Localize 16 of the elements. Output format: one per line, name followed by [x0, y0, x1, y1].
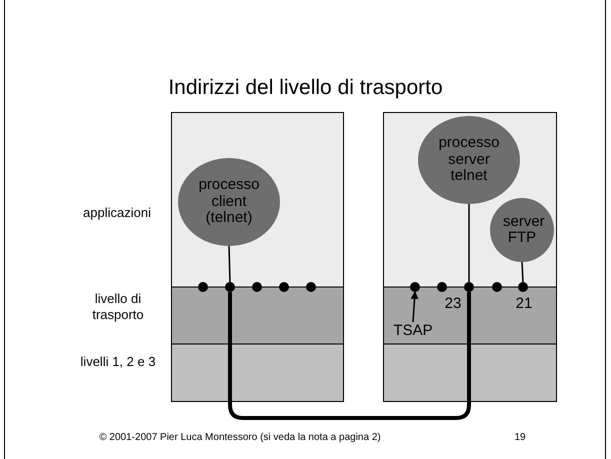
process-label: processo server telnet: [438, 135, 500, 185]
footer-note: © 2001-2007 Pier Luca Montessoro (si veda la nota a pagina 2): [98, 432, 382, 444]
tsap-label: TSAP: [388, 322, 438, 339]
connection-line: [228, 292, 471, 420]
port-number: 23: [444, 295, 462, 312]
connection-line: [228, 246, 231, 282]
connection-line: [468, 204, 470, 282]
layer-label: livello di trasporto: [91, 291, 145, 322]
layer-label: livelli 1, 2 e 3: [79, 354, 157, 370]
port-number: 21: [514, 295, 534, 312]
layer-label: applicazioni: [82, 205, 152, 221]
leader-arrow: [410, 291, 419, 322]
connection-line: [521, 262, 524, 282]
process-label: processo client (telnet): [198, 177, 260, 227]
page-number: 19: [513, 432, 527, 444]
slide-title: Indirizzi del livello di trasporto: [167, 76, 444, 100]
